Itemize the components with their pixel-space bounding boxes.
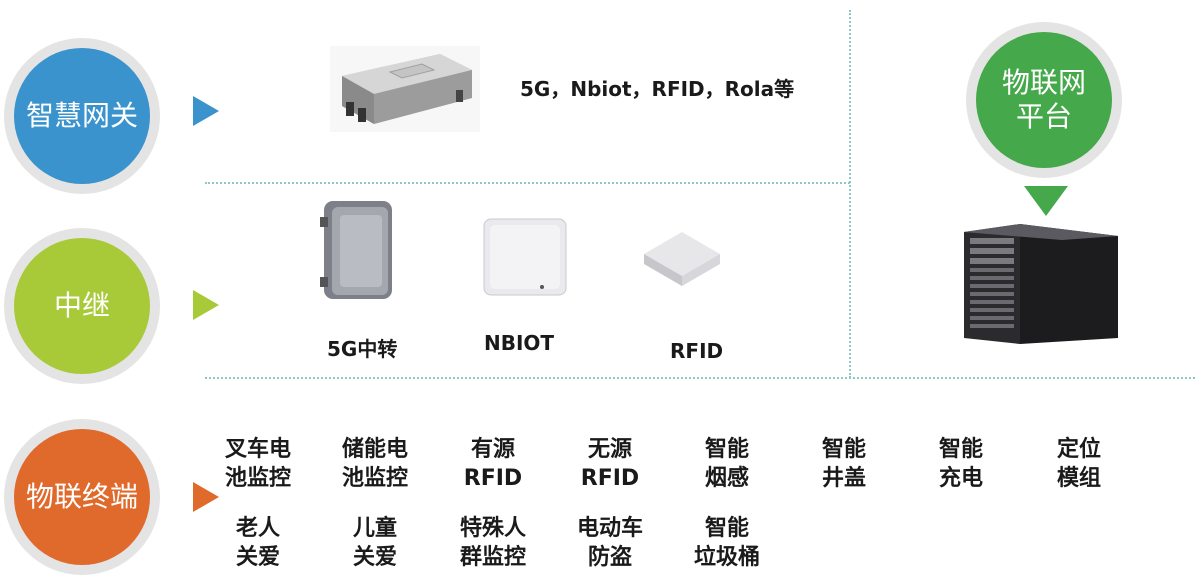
terminal-item-line1: 老人 [235,516,280,541]
terminal-item: 无源 RFID [555,435,665,493]
terminal-item: 智能 井盖 [789,435,899,493]
gateway-arrow-icon [193,96,219,126]
terminal-item-line1: 电动车 [576,516,643,541]
relay-nbiot-device-image [482,217,568,297]
terminal-item-line2: 防盗 [587,545,632,570]
terminal-item: 叉车电 池监控 [203,435,313,493]
divider-platform [849,10,851,378]
terminal-item-line2: 模组 [1056,466,1101,491]
divider-gateway-relay [205,182,850,184]
terminal-label: 物联终端 [25,480,138,513]
gateway-protocols: 5G，Nbiot，RFID，Rola等 [520,77,795,101]
terminal-item-line2: 烟感 [704,466,749,491]
terminal-item-line1: 智能 [821,437,866,462]
terminal-item-line1: 无源 [587,437,632,462]
platform-circle: 物联网 平台 [976,32,1112,168]
relay-label: 中继 [53,289,110,322]
terminal-item-line2: 群监控 [459,545,526,570]
relay-arrow-icon [193,290,219,320]
terminal-item: 有源 RFID [438,435,548,493]
relay-rfid-device-image [642,228,722,288]
terminal-item-line1: 储能电 [341,437,408,462]
terminal-item-line2: RFID [463,466,523,491]
platform-label-line2: 平台 [1015,100,1072,133]
terminal-item: 定位 模组 [1024,435,1134,493]
terminal-item: 儿童 关爱 [320,514,430,572]
platform-label-line1: 物联网 [1001,66,1086,99]
divider-relay-terminal [205,377,1195,379]
terminal-arrow-icon [193,482,219,512]
terminal-item-line2: 池监控 [224,466,291,491]
terminal-item: 智能 垃圾桶 [672,514,782,572]
relay-device-label-nbiot: NBIOT [484,331,555,355]
gateway-label: 智慧网关 [25,99,138,132]
terminal-item-line2: 关爱 [352,545,397,570]
terminal-item-line2: 井盖 [821,466,866,491]
terminal-item-line2: 池监控 [341,466,408,491]
server-image [962,222,1120,348]
relay-circle: 中继 [14,238,150,374]
terminal-item-line1: 有源 [470,437,515,462]
terminal-item-line2: RFID [580,466,640,491]
terminal-item-line1: 智能 [938,437,983,462]
terminal-item: 智能 烟感 [672,435,782,493]
terminal-item: 老人 关爱 [203,514,313,572]
terminal-item-line1: 定位 [1056,437,1101,462]
terminal-circle: 物联终端 [14,429,150,565]
gateway-device-image [330,46,480,132]
relay-device-label-rfid: RFID [670,339,724,363]
terminal-item-line2: 垃圾桶 [693,545,760,570]
terminal-item-line1: 叉车电 [224,437,291,462]
relay-5g-device-image [318,197,398,303]
terminal-item-line2: 关爱 [235,545,280,570]
terminal-item-line1: 智能 [704,516,749,541]
relay-device-label-5g: 5G中转 [327,337,398,361]
terminal-item-line1: 特殊人 [459,516,526,541]
terminal-item: 智能 充电 [906,435,1016,493]
terminal-item: 电动车 防盗 [555,514,665,572]
platform-arrow-icon [1024,186,1068,216]
gateway-circle: 智慧网关 [14,48,150,184]
terminal-item: 特殊人 群监控 [438,514,548,572]
terminal-item-line2: 充电 [938,466,983,491]
terminal-item-line1: 儿童 [352,516,397,541]
terminal-item: 储能电 池监控 [320,435,430,493]
terminal-item-line1: 智能 [704,437,749,462]
